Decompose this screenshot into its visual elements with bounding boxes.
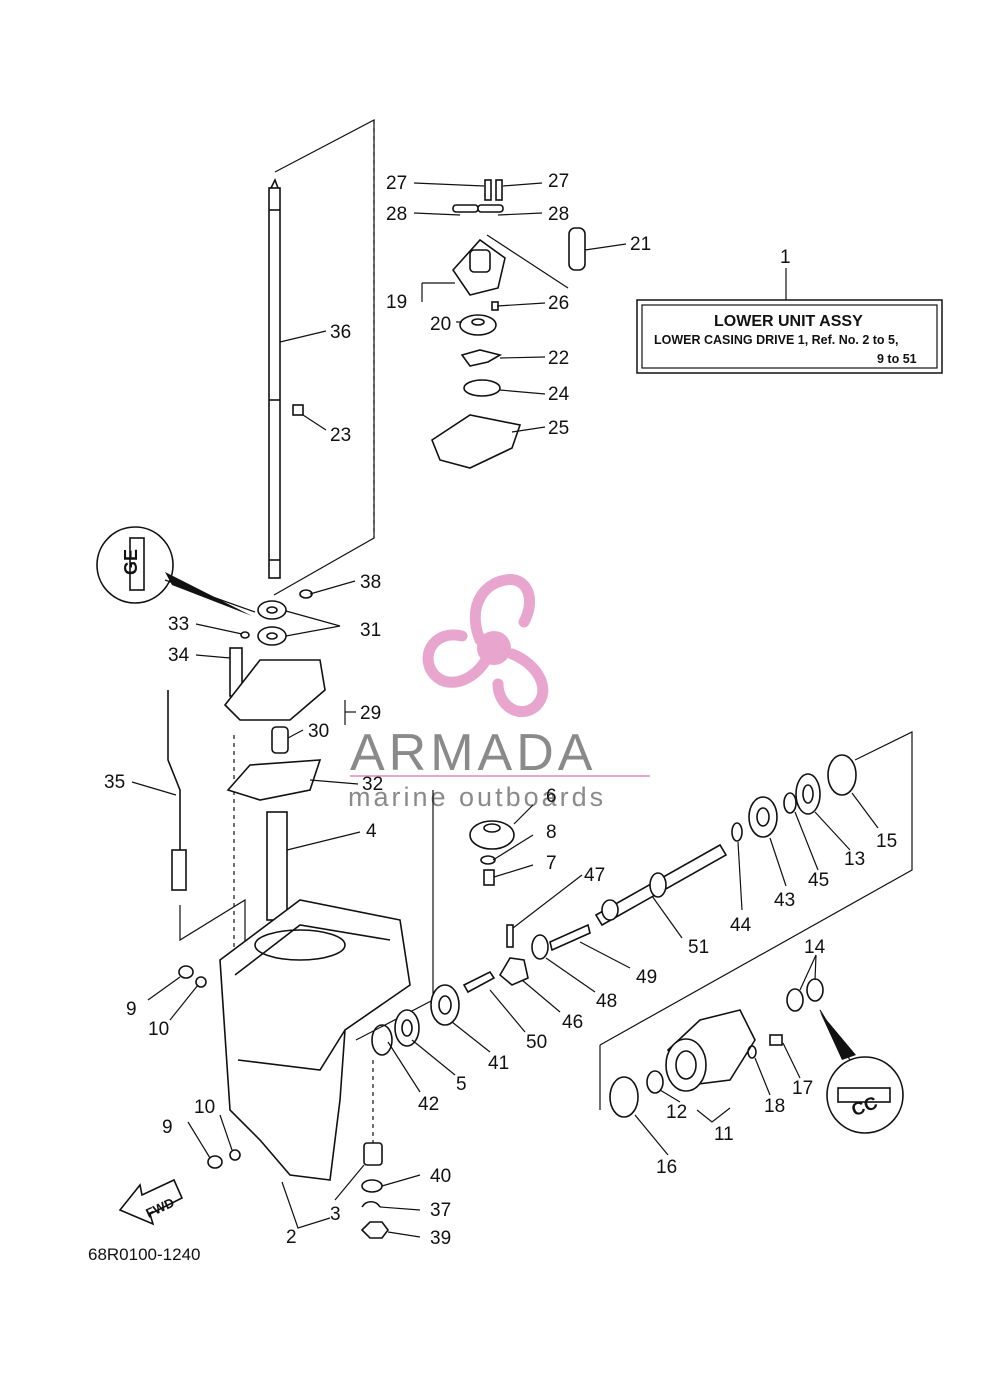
diagram-code: 68R0100-1240 xyxy=(88,1245,200,1264)
part-label-34: 34 xyxy=(168,645,190,666)
watermark-tagline: marine outboards xyxy=(348,782,606,812)
grease-detail-top: GE xyxy=(96,526,256,616)
part-label-31: 31 xyxy=(360,620,381,641)
part-label-7: 7 xyxy=(546,853,557,874)
part-label-29: 29 xyxy=(360,703,381,724)
part-label-30: 30 xyxy=(308,721,329,742)
part-label-3: 3 xyxy=(330,1204,341,1225)
part-label-27a: 27 xyxy=(386,173,407,194)
leader-lines xyxy=(131,182,879,1238)
part-label-39: 39 xyxy=(430,1228,451,1249)
part-label-36: 36 xyxy=(330,322,351,343)
part-number-labels: 27 27 28 28 21 19 26 20 36 22 24 25 23 3… xyxy=(104,171,897,1249)
part-label-45: 45 xyxy=(808,870,829,891)
part-label-25: 25 xyxy=(548,418,569,439)
part-label-11: 11 xyxy=(714,1124,734,1145)
bearings-and-housing xyxy=(223,589,326,921)
legend-ref-number: 1 xyxy=(780,247,791,268)
propeller-shaft-group xyxy=(371,754,857,1056)
part-label-43: 43 xyxy=(774,890,795,911)
part-label-38: 38 xyxy=(360,572,381,593)
part-label-20: 20 xyxy=(430,314,451,335)
part-label-37: 37 xyxy=(430,1200,451,1221)
watermark-brand: ARMADA xyxy=(350,724,596,782)
propeller-logo-icon xyxy=(422,574,549,717)
part-label-4: 4 xyxy=(366,821,377,842)
part-label-44: 44 xyxy=(730,915,752,936)
part-label-9a: 9 xyxy=(126,999,137,1020)
part-label-26: 26 xyxy=(548,293,569,314)
grease-detail-right: CC xyxy=(819,1009,904,1134)
part-label-47: 47 xyxy=(584,865,605,886)
part-label-27b: 27 xyxy=(548,171,569,192)
armada-watermark: ARMADA marine outboards xyxy=(348,574,650,812)
part-label-42: 42 xyxy=(418,1094,439,1115)
part-label-24: 24 xyxy=(548,384,570,405)
key-part xyxy=(292,404,304,416)
assembly-boundary-lines xyxy=(179,119,913,1145)
part-label-33: 33 xyxy=(168,614,189,635)
shift-rod xyxy=(167,690,187,891)
part-label-2: 2 xyxy=(286,1227,297,1248)
part-label-21: 21 xyxy=(630,234,651,255)
water-pump-housing xyxy=(431,179,586,469)
grease-mark-top: GE xyxy=(121,549,141,575)
part-label-18: 18 xyxy=(764,1096,785,1117)
part-label-10a: 10 xyxy=(148,1019,169,1040)
part-label-17: 17 xyxy=(792,1078,813,1099)
forward-direction-arrow: FWD xyxy=(118,1178,184,1226)
part-label-14: 14 xyxy=(804,937,826,958)
part-label-15: 15 xyxy=(876,831,897,852)
part-label-5: 5 xyxy=(456,1074,467,1095)
part-label-23: 23 xyxy=(330,425,351,446)
part-label-6: 6 xyxy=(546,786,557,807)
part-label-22: 22 xyxy=(548,348,569,369)
part-label-51: 51 xyxy=(688,937,709,958)
part-label-46: 46 xyxy=(562,1012,583,1033)
legend-title: LOWER UNIT ASSY xyxy=(714,313,863,330)
part-label-49: 49 xyxy=(636,967,657,988)
part-label-16: 16 xyxy=(656,1157,677,1178)
part-label-48: 48 xyxy=(596,991,617,1012)
part-label-8: 8 xyxy=(546,822,557,843)
legend-line-1: LOWER CASING DRIVE 1, Ref. No. 2 to 5, xyxy=(654,333,898,347)
part-label-9b: 9 xyxy=(162,1117,173,1138)
part-label-40: 40 xyxy=(430,1166,451,1187)
part-label-10b: 10 xyxy=(194,1097,215,1118)
lower-casing xyxy=(219,899,411,1181)
bearing-housing xyxy=(609,978,824,1118)
part-label-35: 35 xyxy=(104,772,125,793)
part-label-41: 41 xyxy=(488,1053,509,1074)
part-label-32: 32 xyxy=(362,774,383,795)
drive-shaft xyxy=(268,178,281,579)
part-label-50: 50 xyxy=(526,1032,547,1053)
lower-shaft-parts xyxy=(178,965,389,1239)
legend-line-2: 9 to 51 xyxy=(877,352,917,366)
assembly-legend-box: 1 LOWER UNIT ASSY LOWER CASING DRIVE 1, … xyxy=(636,247,943,374)
part-label-28b: 28 xyxy=(548,204,569,225)
part-label-12: 12 xyxy=(666,1102,687,1123)
part-label-19: 19 xyxy=(386,292,407,313)
part-label-13: 13 xyxy=(844,849,865,870)
part-label-28a: 28 xyxy=(386,204,407,225)
